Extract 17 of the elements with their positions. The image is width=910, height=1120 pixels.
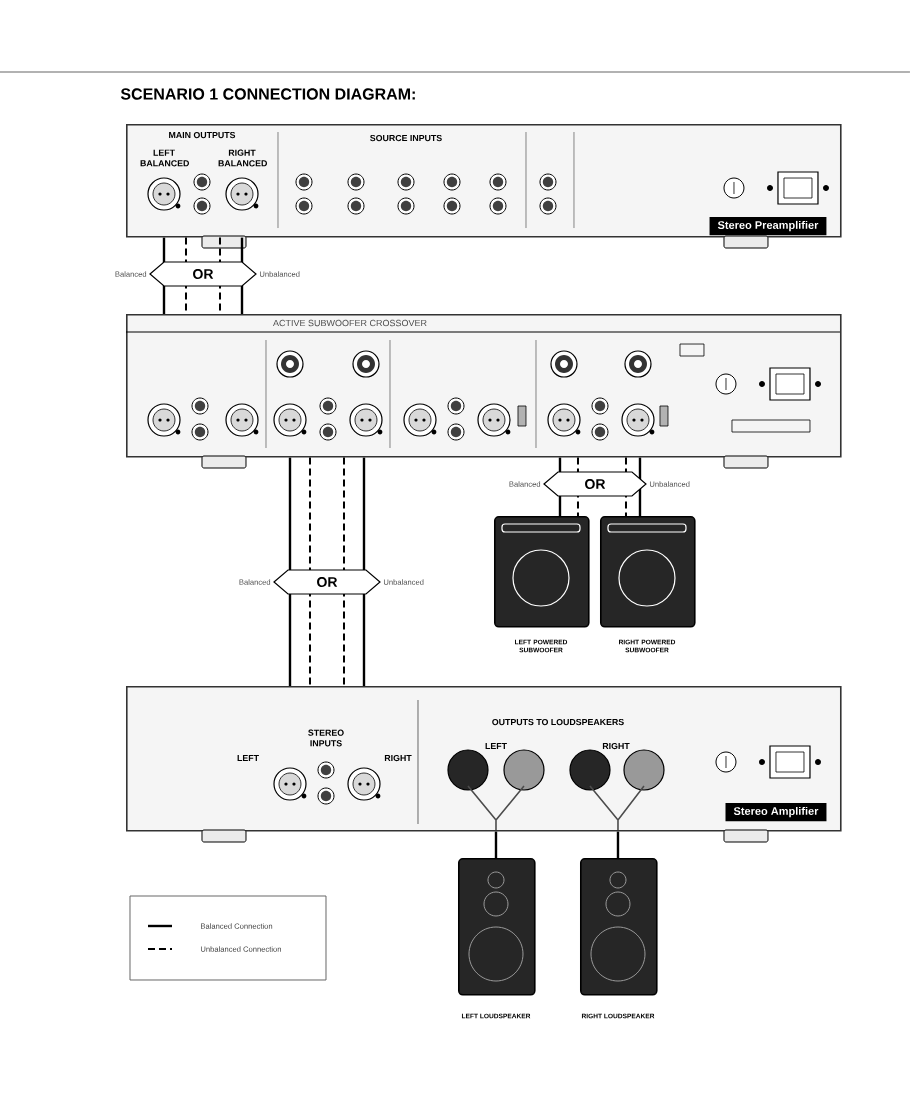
crossover-drawing — [125, 314, 842, 469]
subwoofer-drawing — [600, 516, 696, 628]
cable — [288, 457, 292, 686]
cable — [616, 831, 620, 858]
cable — [219, 236, 221, 315]
preamplifier-drawing — [126, 124, 842, 249]
cable — [185, 236, 187, 315]
cable — [343, 456, 345, 687]
amplifier-drawing — [126, 686, 842, 843]
cable — [362, 457, 366, 686]
cable — [309, 456, 311, 687]
title: SCENARIO 1 CONNECTION DIAGRAM: — [120, 88, 415, 100]
subwoofer-drawing — [494, 516, 590, 628]
cable — [494, 831, 498, 858]
cable — [638, 457, 642, 516]
loudspeaker-drawing — [458, 858, 536, 996]
loudspeaker-drawing — [580, 858, 658, 996]
